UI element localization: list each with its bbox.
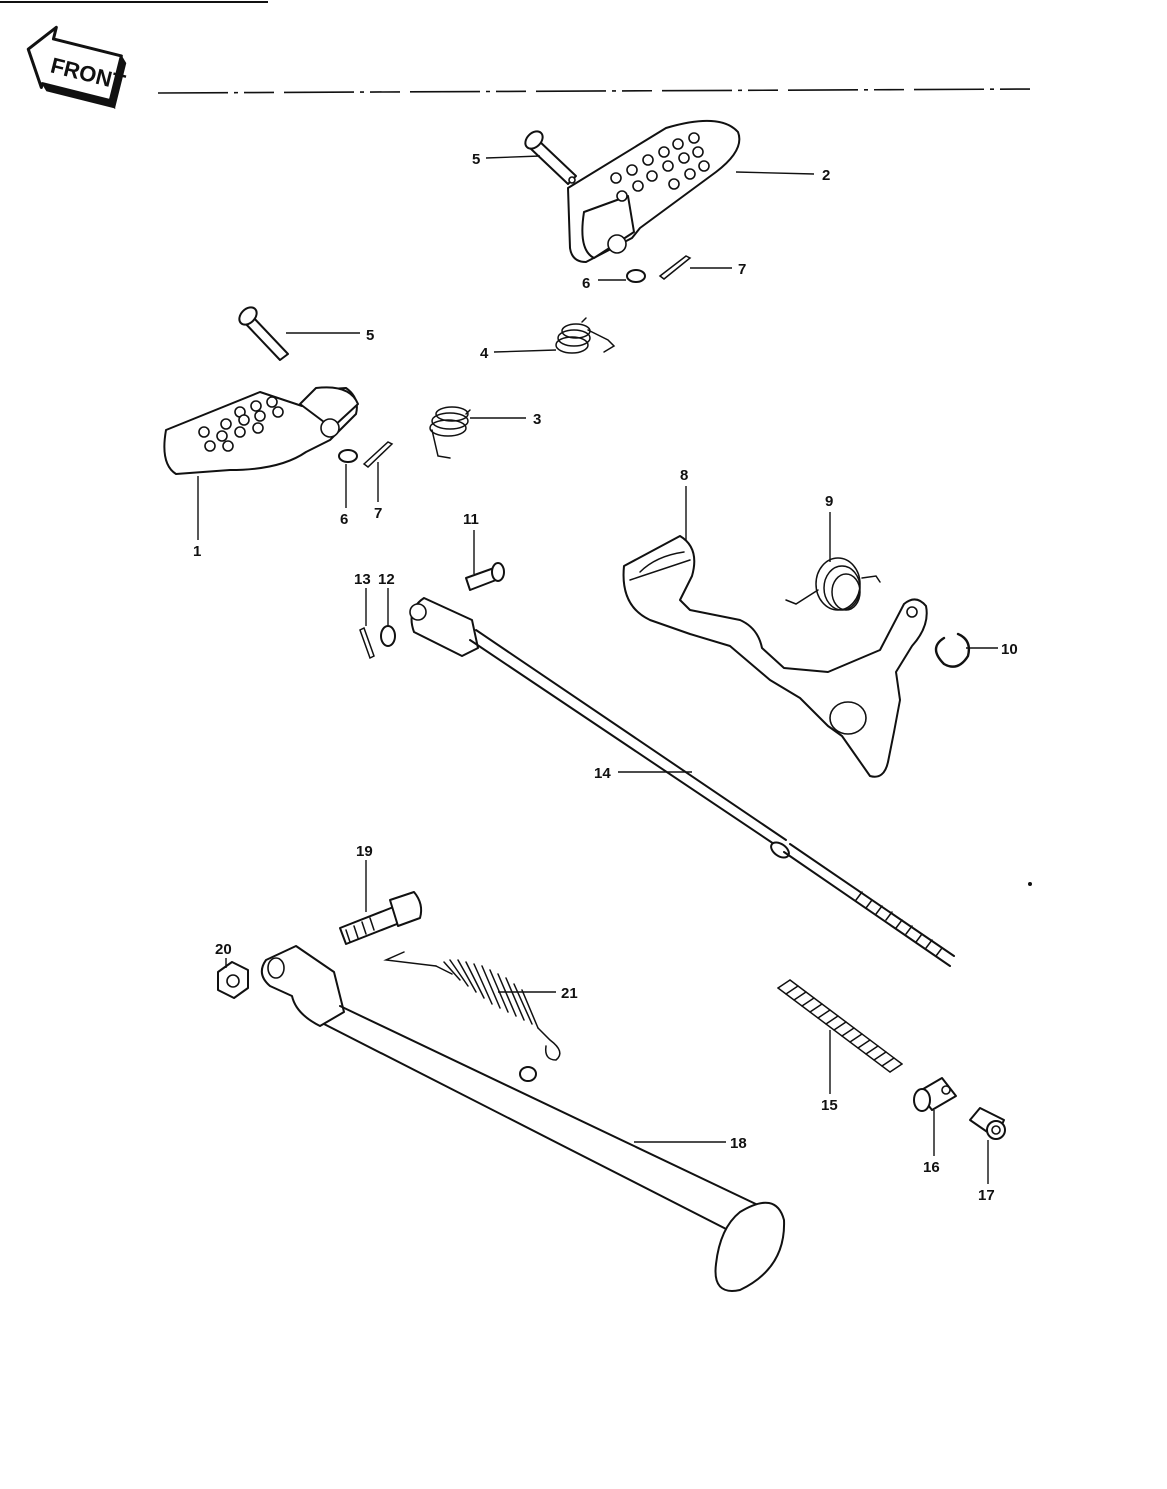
callout-17: 17	[978, 1187, 995, 1204]
callout-4: 4	[480, 345, 489, 362]
callout-15: 15	[821, 1097, 838, 1114]
rod-spring	[777, 979, 903, 1073]
stand-spring	[383, 951, 561, 1061]
leader-lines	[197, 155, 998, 1184]
washer-left	[338, 449, 358, 463]
circlip	[934, 632, 971, 668]
cotter-pin-upper	[658, 255, 692, 280]
callout-labels: 5 2 6 7 5 4 3 6 7 1 8 9 10 11 13 12 14 1…	[193, 151, 1018, 1204]
washer-upper	[626, 269, 646, 283]
washer-rod	[380, 625, 396, 647]
front-arrow-badge: FRONT	[26, 25, 128, 110]
callout-1: 1	[193, 543, 201, 560]
footpeg-right	[567, 119, 741, 263]
callout-8: 8	[680, 467, 688, 484]
callout-14: 14	[594, 765, 611, 782]
front-direction-rule	[157, 88, 1041, 94]
cotter-pin-rod	[359, 626, 375, 660]
brake-pedal	[622, 535, 928, 778]
callout-21: 21	[561, 985, 578, 1002]
callout-16: 16	[923, 1159, 940, 1176]
torsion-spring-upper	[555, 317, 616, 354]
side-stand	[260, 945, 786, 1292]
callout-6-left: 6	[340, 511, 348, 528]
cotter-pin-left	[362, 441, 394, 468]
return-spring	[785, 557, 881, 611]
pivot-pin-lower	[238, 306, 289, 361]
pivot-pin-upper	[524, 130, 577, 185]
speck	[1028, 882, 1032, 886]
callout-3: 3	[533, 411, 541, 428]
callout-5-lower: 5	[366, 327, 374, 344]
callout-20: 20	[215, 941, 232, 958]
torsion-spring-lower	[429, 406, 471, 459]
callout-19: 19	[356, 843, 373, 860]
adjusting-nut	[969, 1107, 1006, 1140]
callout-9: 9	[825, 493, 833, 510]
pivot-bolt	[339, 891, 423, 945]
callout-6-upper: 6	[582, 275, 590, 292]
callout-5-upper: 5	[472, 151, 480, 168]
rod-joint	[913, 1077, 957, 1112]
footpeg-left	[163, 386, 359, 475]
brake-rod	[409, 597, 955, 967]
callout-18: 18	[730, 1135, 747, 1152]
callout-7-upper: 7	[738, 261, 746, 278]
callout-11: 11	[463, 511, 479, 528]
clevis-pin	[465, 562, 505, 591]
lock-nut-bore	[226, 974, 240, 988]
callout-10: 10	[1001, 641, 1018, 658]
callout-12: 12	[378, 571, 395, 588]
callout-13: 13	[354, 571, 371, 588]
callout-7-left: 7	[374, 505, 382, 522]
callout-2: 2	[822, 167, 830, 184]
